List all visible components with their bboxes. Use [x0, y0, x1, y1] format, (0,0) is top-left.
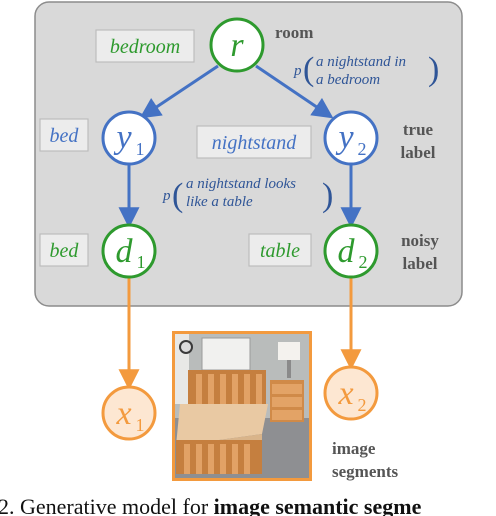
node-r-var: r [230, 27, 244, 64]
node-r: r [209, 17, 265, 73]
node-x2-sub: 2 [358, 395, 367, 415]
tag-bed-noisy: bed [39, 233, 89, 267]
node-x1-sub: 1 [136, 415, 145, 435]
node-d2-sub: 2 [359, 252, 368, 272]
label-true-line1: true [403, 120, 434, 139]
tag-nightstand: nightstand [196, 125, 312, 159]
label-image-line1: image [332, 439, 376, 458]
prob-noise: p ( a nightstand looks like a table ) [162, 176, 333, 214]
label-image-line2: segments [332, 462, 398, 481]
node-y1: y 1 [101, 110, 157, 166]
bedroom-photo-icon [172, 331, 312, 481]
tag-bed-true: bed [39, 118, 89, 152]
node-y2-var: y [335, 119, 354, 156]
prob-room-line1: a nightstand in [316, 54, 406, 70]
node-x1-var: x [115, 395, 131, 432]
node-x1: x 1 [101, 385, 157, 441]
label-true-line2: label [401, 143, 436, 162]
node-y2: y 2 [323, 110, 379, 166]
prob-noise-close-paren: ) [322, 177, 333, 214]
prob-room: p ( a nightstand in a bedroom ) [293, 51, 439, 88]
tag-bedroom: bedroom [95, 29, 195, 63]
node-y1-sub: 1 [136, 139, 145, 159]
node-d1: d 1 [101, 223, 157, 279]
tag-bed-noisy-text: bed [50, 240, 80, 262]
node-d2-var: d [338, 233, 356, 270]
prob-room-p: p [293, 63, 302, 79]
node-x2: x 2 [323, 365, 379, 421]
node-d2: d 2 [323, 223, 379, 279]
label-noisy-line1: noisy [401, 231, 439, 250]
prob-noise-line1: a nightstand looks [186, 176, 296, 192]
prob-noise-line2: like a table [186, 194, 253, 210]
tag-nightstand-text: nightstand [212, 132, 297, 154]
figure-caption: 2. Generative model for image semantic s… [0, 494, 422, 516]
label-room: room [275, 23, 313, 42]
edge-r-to-y2 [255, 64, 334, 119]
node-y1-var: y [113, 119, 132, 156]
tag-bedroom-text: bedroom [110, 36, 180, 58]
prob-room-line2: a bedroom [316, 72, 380, 88]
caption-prefix: 2. Generative model for [0, 494, 214, 516]
tag-table: table [248, 233, 312, 267]
edge-r-to-y1 [139, 64, 219, 119]
tag-bed-true-text: bed [50, 125, 80, 147]
caption-bold: image semantic segme [214, 494, 422, 516]
prob-noise-p: p [162, 188, 171, 204]
prob-noise-open-paren: ( [172, 177, 183, 214]
node-x2-var: x [337, 375, 353, 412]
prob-room-open-paren: ( [303, 51, 314, 88]
node-d1-var: d [116, 233, 134, 270]
label-noisy-line2: label [403, 254, 438, 273]
tag-table-text: table [260, 240, 300, 262]
node-y2-sub: 2 [358, 139, 367, 159]
prob-room-close-paren: ) [428, 51, 439, 88]
node-d1-sub: 1 [137, 252, 146, 272]
